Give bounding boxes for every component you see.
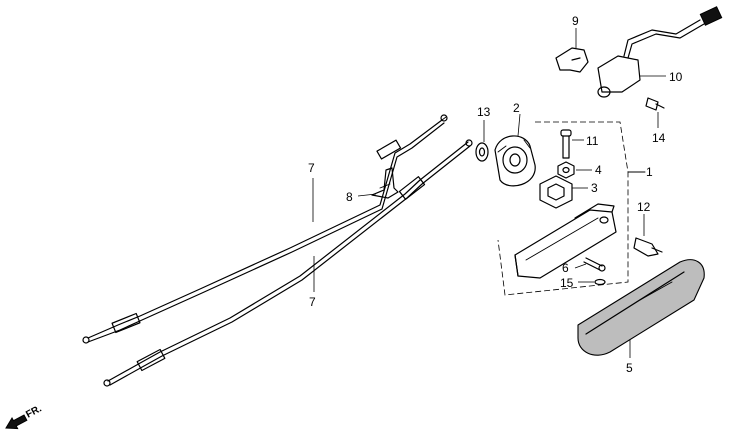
front-direction-marker: FR. [5,403,44,430]
throttle-drum [494,135,536,187]
front-direction-arrow-icon [5,414,28,430]
callout-14: 14 [652,131,666,145]
callout-7-lower: 7 [309,295,316,309]
callout-labels: 1 2 3 4 5 6 7 7 8 9 10 11 12 13 14 15 [308,14,683,375]
pin [583,257,606,272]
front-direction-label: FR. [24,403,44,420]
throttle-cable-lower [103,139,473,387]
callout-8: 8 [346,190,353,204]
callout-11: 11 [586,134,599,148]
switch-bracket [555,47,589,73]
small-bolt [645,97,665,111]
callout-13: 13 [477,105,491,119]
callout-5: 5 [626,361,633,375]
callout-12: 12 [637,200,651,214]
callout-3: 3 [591,181,598,195]
cable-clamp [371,167,399,199]
screw [633,237,663,257]
throttle-lever-arm [514,203,617,279]
callout-2: 2 [513,101,520,115]
clip [594,278,606,286]
callout-4: 4 [595,163,602,177]
nut [557,161,575,179]
callout-6: 6 [562,261,569,275]
assembly-bracket [497,121,646,296]
throttle-cable-upper [82,114,448,344]
callout-9: 9 [572,14,579,28]
washer [475,142,489,162]
callout-7-upper: 7 [308,161,315,175]
bolt [560,129,572,159]
stop-switch [597,6,723,98]
callout-10: 10 [669,70,683,84]
lever-grip [577,259,705,356]
callout-15: 15 [560,276,574,290]
lever-block [539,175,573,209]
callout-1: 1 [646,165,653,179]
